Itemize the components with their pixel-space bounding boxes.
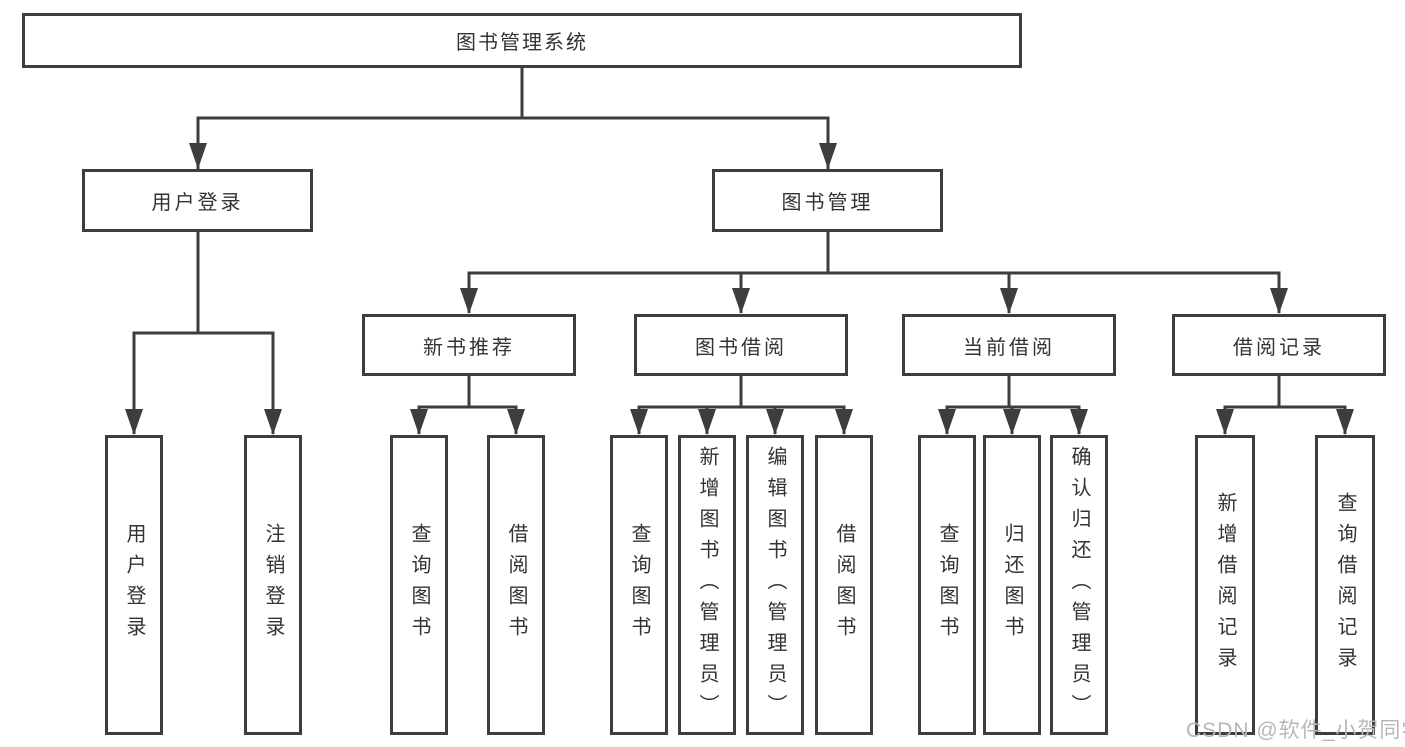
arrowhead-icon (630, 409, 648, 435)
leaf-add-book-admin-label: 新增图书（管理员） (696, 445, 718, 725)
leaf-edit-book-admin: 编辑图书（管理员） (746, 435, 804, 735)
arrowhead-icon (1000, 288, 1018, 314)
node-current-borrowing: 当前借阅 (902, 314, 1116, 376)
leaf-confirm-return-admin-label: 确认归还（管理员） (1068, 445, 1090, 725)
leaf-query-borrow-record: 查询借阅记录 (1315, 435, 1375, 735)
leaf-add-book-admin: 新增图书（管理员） (678, 435, 736, 735)
arrowhead-icon (819, 143, 837, 169)
arrowhead-icon (938, 409, 956, 435)
leaf-confirm-return-admin: 确认归还（管理员） (1050, 435, 1108, 735)
leaf-return-books-label: 归还图书 (1001, 523, 1023, 647)
leaf-user-login-label: 用户登录 (123, 523, 145, 647)
arrowhead-icon (1336, 409, 1354, 435)
arrowheads (125, 143, 1354, 435)
node-user-login: 用户登录 (82, 169, 313, 232)
leaf-logout-login-label: 注销登录 (262, 523, 284, 647)
leaf-query-borrow-record-label: 查询借阅记录 (1334, 492, 1356, 678)
arrowhead-icon (507, 409, 525, 435)
arrowhead-icon (698, 409, 716, 435)
leaf-user-login: 用户登录 (105, 435, 163, 735)
arrowhead-icon (410, 409, 428, 435)
node-library-system: 图书管理系统 (22, 13, 1022, 68)
arrowhead-icon (1216, 409, 1234, 435)
leaf-query-books-current-label: 查询图书 (936, 523, 958, 647)
leaf-borrow-books-recommend: 借阅图书 (487, 435, 545, 735)
leaf-query-books-borrowing-label: 查询图书 (628, 523, 650, 647)
arrowhead-icon (1003, 409, 1021, 435)
leaf-return-books: 归还图书 (983, 435, 1041, 735)
arrowhead-icon (1270, 288, 1288, 314)
arrowhead-icon (460, 288, 478, 314)
node-book-borrowing: 图书借阅 (634, 314, 848, 376)
leaf-borrow-books-borrowing-label: 借阅图书 (833, 523, 855, 647)
leaf-query-books-recommend: 查询图书 (390, 435, 448, 735)
arrowhead-icon (1070, 409, 1088, 435)
arrowhead-icon (835, 409, 853, 435)
node-borrow-records: 借阅记录 (1172, 314, 1386, 376)
connector-path (132, 68, 1347, 434)
leaf-edit-book-admin-label: 编辑图书（管理员） (764, 445, 786, 725)
leaf-add-borrow-record: 新增借阅记录 (1195, 435, 1255, 735)
arrowhead-icon (264, 409, 282, 435)
node-new-book-recommend: 新书推荐 (362, 314, 576, 376)
arrowhead-icon (189, 143, 207, 169)
leaf-logout-login: 注销登录 (244, 435, 302, 735)
leaf-query-books-borrowing: 查询图书 (610, 435, 668, 735)
leaf-borrow-books-borrowing: 借阅图书 (815, 435, 873, 735)
csdn-watermark: CSDN @软件_小贺同学 (1186, 719, 1405, 742)
arrowhead-icon (766, 409, 784, 435)
leaf-borrow-books-recommend-label: 借阅图书 (505, 523, 527, 647)
leaf-query-books-recommend-label: 查询图书 (408, 523, 430, 647)
leaf-query-books-current: 查询图书 (918, 435, 976, 735)
arrowhead-icon (732, 288, 750, 314)
leaf-add-borrow-record-label: 新增借阅记录 (1214, 492, 1236, 678)
arrowhead-icon (125, 409, 143, 435)
node-book-management: 图书管理 (712, 169, 943, 232)
